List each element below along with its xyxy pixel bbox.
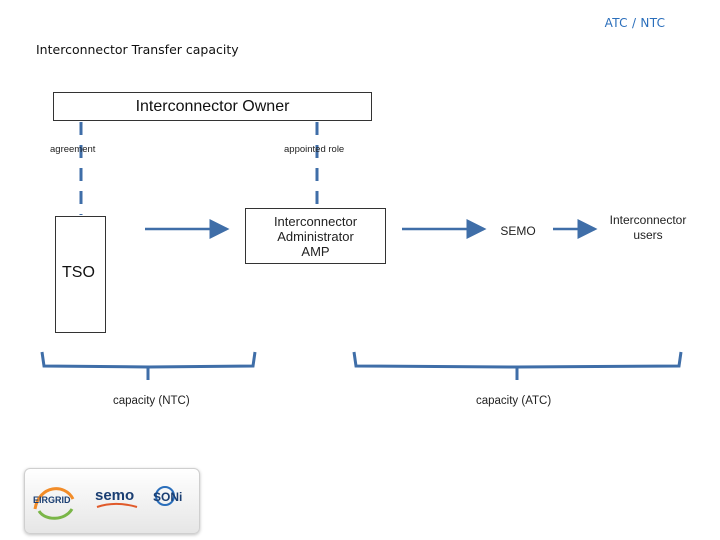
tso-box (55, 216, 106, 333)
tso-label: TSO (62, 264, 95, 281)
header-tag: ATC / NTC (604, 16, 666, 30)
curly-brace-ntc (40, 351, 257, 380)
interconnector-users-node: Interconnector users (606, 213, 690, 243)
interconnector-owner-box: Interconnector Owner (53, 92, 372, 121)
admin-line-3: AMP (301, 243, 330, 259)
logo-card: EIRGRID semo SONi (24, 468, 200, 534)
interconnector-administrator-box: Interconnector Administrator AMP (245, 208, 386, 264)
users-line-2: users (633, 228, 663, 242)
semo-wordmark: semo (95, 487, 134, 504)
eirgrid-wordmark: EIRGRID (33, 495, 71, 505)
capacity-atc-label: capacity (ATC) (476, 395, 552, 407)
soni-logo: SONi (153, 486, 182, 506)
admin-line-2: Administrator (277, 228, 354, 244)
semo-node: SEMO (500, 224, 536, 238)
semo-logo: semo (95, 487, 138, 508)
agreement-label: agreement (50, 144, 96, 155)
appointed-role-label: appointed role (284, 144, 345, 155)
slide-title: Interconnector Transfer capacity (36, 42, 239, 57)
eirgrid-logo: EIRGRID (33, 487, 75, 520)
users-line-1: Interconnector (609, 213, 687, 227)
admin-line-1: Interconnector (273, 213, 358, 229)
capacity-ntc-label: capacity (NTC) (113, 395, 190, 407)
soni-wordmark: SONi (153, 490, 182, 504)
logo-strip: EIRGRID semo SONi (33, 486, 182, 520)
curly-brace-atc (352, 351, 683, 380)
